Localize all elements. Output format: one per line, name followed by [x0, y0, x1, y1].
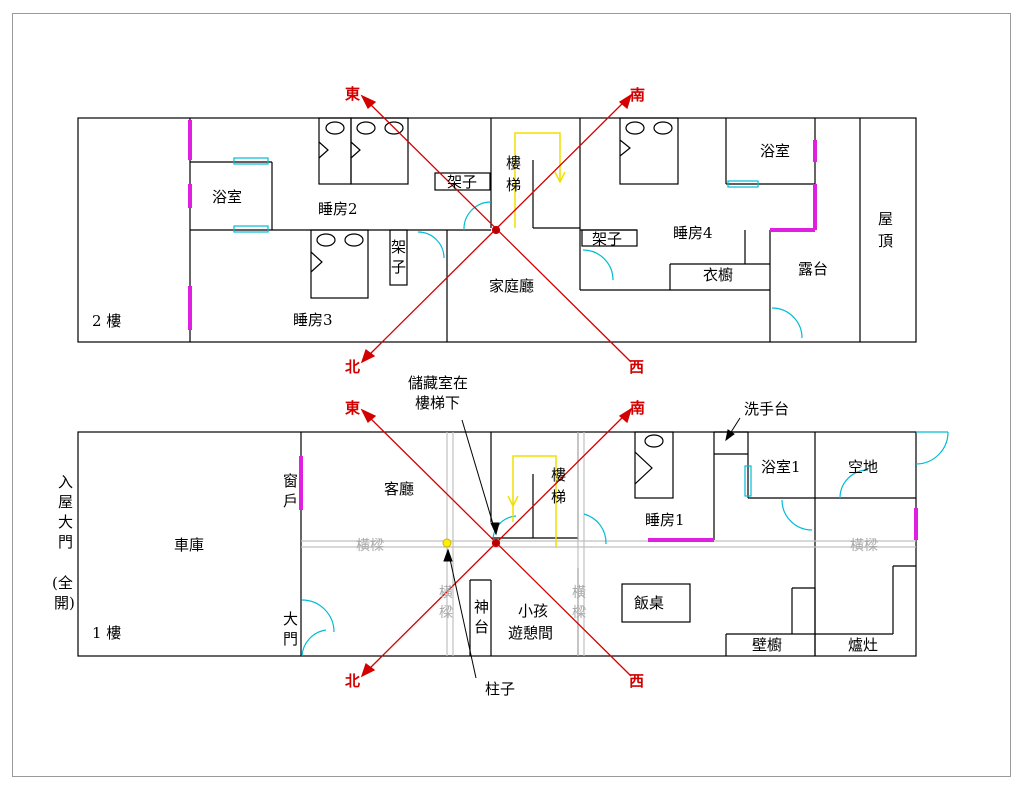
label-shelf-a: 架子	[447, 173, 477, 191]
shelf-a	[434, 172, 491, 191]
label-washbasin: 洗手台	[744, 400, 789, 418]
label-shelf-c: 架子	[592, 230, 622, 248]
room-family-hall: 家庭廳	[489, 277, 534, 295]
pointer-arrows	[443, 417, 741, 679]
storage-note-2: 樓梯下	[415, 394, 460, 412]
label-shrine-2: 台	[474, 618, 489, 636]
stairs-icon	[514, 132, 561, 228]
bed-icon	[634, 431, 674, 499]
label-roof-1: 屋	[878, 210, 893, 228]
bed-icon	[318, 117, 409, 185]
label-shelf-b-1: 架	[391, 238, 406, 256]
label-stairs-2: 梯	[551, 488, 566, 506]
label-beam-v1-2: 樑	[439, 605, 453, 621]
label-shelf-b-2: 子	[391, 258, 406, 276]
label-roof-2: 頂	[878, 232, 893, 250]
label-pillar: 柱子	[485, 680, 515, 698]
room-bedroom3: 睡房3	[293, 311, 333, 329]
direction-north: 北	[345, 672, 360, 690]
room-cabinet: 壁櫥	[752, 636, 782, 654]
entrance-2: 屋	[58, 493, 73, 511]
direction-north: 北	[345, 358, 360, 376]
window-icon	[299, 456, 918, 542]
entrance-4: 門	[58, 533, 73, 551]
floor2-label: 2 樓	[92, 312, 121, 330]
label-window-2: 戶	[283, 492, 298, 510]
shelf-c	[581, 229, 638, 247]
door-icon	[301, 431, 949, 657]
label-beam-v1-1: 橫	[439, 585, 453, 601]
label-beam-v2-2: 樑	[572, 605, 586, 621]
room-bathroom-b: 浴室	[760, 142, 790, 160]
floor2-outline	[77, 117, 917, 343]
label-stairs-1: 樓	[506, 154, 521, 172]
storage-note-1: 儲藏室在	[408, 374, 468, 392]
dining-table	[621, 583, 691, 623]
room-bathroom: 浴室	[212, 188, 242, 206]
room-stove: 爐灶	[848, 636, 878, 654]
floor1-outline	[77, 431, 917, 657]
label-door-2: 門	[283, 630, 298, 648]
room-open-space: 空地	[848, 458, 878, 476]
shelf-b	[389, 229, 408, 286]
room-living: 客廳	[384, 480, 414, 498]
compass-cross	[360, 93, 633, 364]
door-icon	[233, 157, 803, 339]
entrance-note-1: (全	[52, 574, 73, 592]
compass-cross	[360, 407, 633, 678]
room-bedroom4: 睡房4	[673, 224, 713, 242]
direction-west: 西	[629, 358, 644, 376]
room-bathroom1: 浴室1	[761, 458, 801, 476]
label-beam-v2-1: 橫	[572, 585, 586, 601]
label-stairs-2: 梯	[506, 176, 521, 194]
label-beam-left: 橫樑	[356, 538, 384, 554]
label-beam-right: 橫樑	[850, 538, 878, 554]
label-shrine-1: 神	[474, 598, 489, 616]
label-door-1: 大	[283, 610, 298, 628]
window-icon	[188, 120, 817, 330]
label-kids-1: 小孩	[518, 602, 548, 620]
direction-west: 西	[629, 672, 644, 690]
entrance-3: 大	[58, 513, 73, 531]
stairs-icon	[512, 455, 557, 548]
room-wardrobe: 衣櫥	[703, 266, 733, 284]
direction-south: 南	[630, 86, 645, 104]
room-garage: 車庫	[174, 536, 204, 554]
bed-icon	[310, 229, 369, 299]
label-kids-2: 遊憩間	[508, 624, 553, 642]
floor1-label: 1 樓	[92, 624, 121, 642]
bed-icon	[619, 117, 679, 185]
room-bedroom1: 睡房1	[645, 511, 685, 529]
direction-east: 東	[345, 85, 360, 103]
page-frame	[12, 13, 1011, 777]
room-dining: 飯桌	[634, 594, 664, 612]
pillar-icon	[442, 538, 452, 548]
floor2-plan: 東 南 北 西 2 樓 浴室 睡房2 架子 架 子 樓 梯 浴室 睡房4 架子 …	[77, 85, 917, 376]
direction-east: 東	[345, 399, 360, 417]
beam-lines	[301, 432, 916, 656]
direction-south: 南	[630, 399, 645, 417]
label-window-1: 窗	[283, 472, 298, 490]
entrance-note-2: 開)	[54, 594, 75, 612]
room-balcony: 露台	[798, 260, 828, 278]
floor1-plan: 東 南 北 西 入 屋 大 門 (全 開) 1 樓 車庫 窗 戶 大 門 客廳 …	[52, 374, 949, 698]
entrance-1: 入	[58, 473, 73, 491]
label-stairs-1: 樓	[551, 466, 566, 484]
room-bedroom2: 睡房2	[318, 200, 358, 218]
